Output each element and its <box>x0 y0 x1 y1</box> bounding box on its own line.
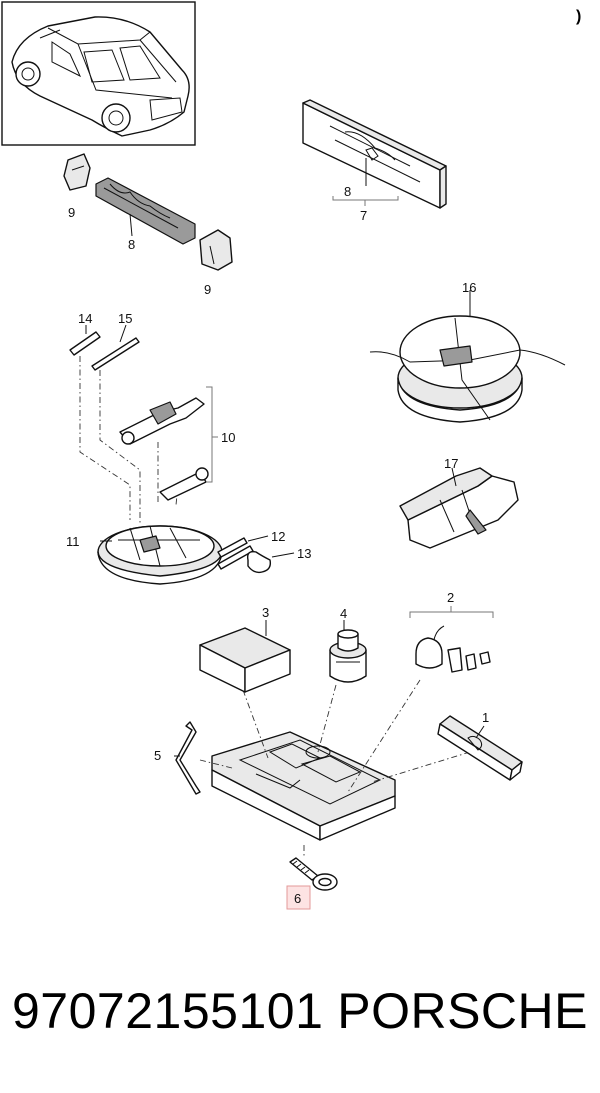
callout-9a: 9 <box>68 205 75 220</box>
part-14-15-rods <box>69 324 140 371</box>
callout-12: 12 <box>271 529 285 544</box>
callout-labels: 9 8 9 8 7 14 15 10 11 12 13 16 17 3 4 2 … <box>66 184 489 763</box>
part-3-box <box>199 620 291 693</box>
part-7-cover-panel <box>302 99 447 209</box>
part-number: 97072155101 <box>12 983 324 1039</box>
brand-name: PORSCHE <box>337 983 588 1039</box>
callout-10: 10 <box>221 430 235 445</box>
part-2-sealant-kit <box>409 606 494 673</box>
callout-16: 16 <box>462 280 476 295</box>
callout-14: 14 <box>78 311 92 326</box>
part-5-hex-key <box>174 721 201 795</box>
part-12-13-pins-clip <box>217 535 295 574</box>
part-16-wheel-bag <box>369 290 566 423</box>
parts-diagram: 9 8 9 8 7 14 15 10 11 12 13 16 17 3 4 2 … <box>1 1 566 910</box>
highlighted-callout-6[interactable]: 6 <box>286 885 311 910</box>
callout-2: 2 <box>447 590 454 605</box>
callout-5: 5 <box>154 748 161 763</box>
part-4-socket <box>329 620 367 683</box>
callout-8a: 8 <box>128 237 135 252</box>
callout-8b: 8 <box>344 184 351 199</box>
part-11-jack-tray <box>97 525 223 585</box>
footer: 97072155101 PORSCHE <box>10 982 590 1042</box>
part-17-compressor-case <box>399 467 519 549</box>
part-10-jack <box>119 386 218 501</box>
callout-11: 11 <box>66 534 80 549</box>
callout-15: 15 <box>118 311 132 326</box>
callout-17: 17 <box>444 456 458 471</box>
callout-13: 13 <box>297 546 311 561</box>
foam-insert-tray <box>211 731 396 841</box>
part-1-tool <box>437 715 523 781</box>
vehicle-thumbnail <box>1 1 196 146</box>
part-8-tool-pouch <box>63 153 233 271</box>
insert-leader-lines <box>199 679 471 858</box>
callout-7: 7 <box>360 208 367 223</box>
callout-1: 1 <box>482 710 489 725</box>
part-6-towing-eye <box>289 857 338 891</box>
callout-3: 3 <box>262 605 269 620</box>
callout-4: 4 <box>340 606 347 621</box>
corner-mark: ) <box>576 8 582 25</box>
callout-9b: 9 <box>204 282 211 297</box>
callout-6: 6 <box>294 891 301 906</box>
